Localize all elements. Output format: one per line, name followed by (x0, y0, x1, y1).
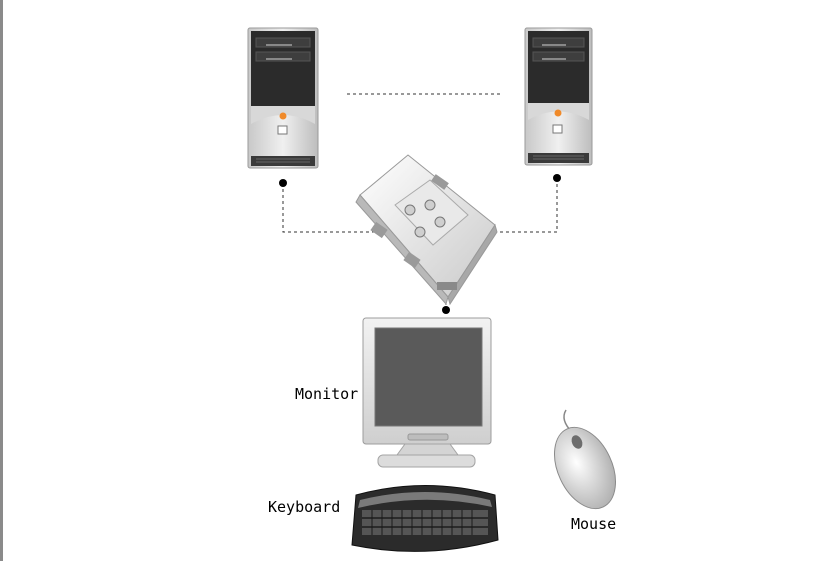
kvm-switch (355, 154, 498, 306)
monitor-label: Monitor (295, 385, 359, 403)
mouse (554, 409, 616, 510)
left-pc-cable (282, 183, 375, 233)
desktop-tower-left (247, 27, 319, 169)
right-pc-cable (490, 178, 558, 233)
desktop-tower-right (524, 27, 593, 166)
power-led-icon (554, 109, 562, 117)
switch-button-icon (424, 199, 436, 211)
mouse-label: Mouse (571, 515, 617, 533)
switch-button-icon (434, 216, 446, 228)
left-border (0, 0, 3, 561)
keyboard-label: Keyboard (268, 498, 341, 516)
node-monitor (442, 306, 450, 314)
connection-nodes (279, 174, 561, 314)
keyboard (351, 485, 499, 552)
switch-button-icon (414, 226, 426, 238)
node-left-pc (279, 179, 287, 187)
power-led-icon (279, 112, 287, 120)
crt-monitor (362, 317, 492, 468)
switch-button-icon (404, 204, 416, 216)
node-right-pc (553, 174, 561, 182)
